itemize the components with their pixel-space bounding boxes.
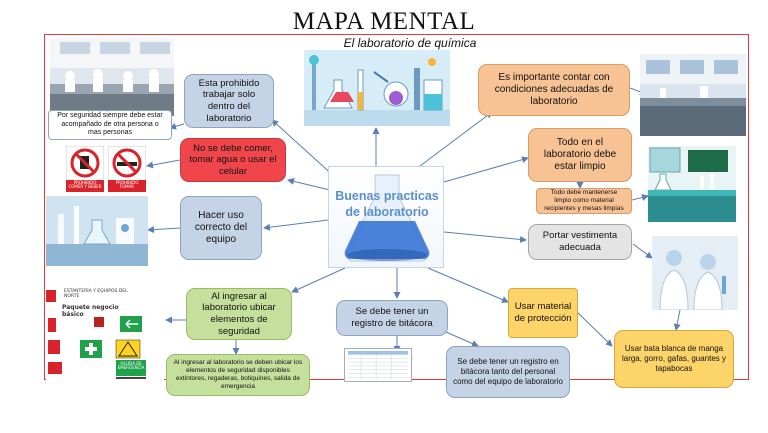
prohibido-fumar-icon bbox=[108, 146, 146, 192]
map-title: MAPA MENTAL bbox=[292, 8, 476, 35]
node-limpio-detalle: Todo debe mantenerse limpio como materia… bbox=[536, 188, 632, 214]
lab-glassware-illustration bbox=[304, 50, 450, 126]
sign-prohibido-fumar: PROHIBIDO FUMAR bbox=[115, 180, 139, 190]
central-topic: Buenas practicas de laboratorio bbox=[335, 189, 439, 219]
node-limpio: Todo en el laboratorio debe estar limpio bbox=[528, 128, 632, 182]
sign-seg-heading: ESTANTERÍA Y EQUIPOS DEL NORTE bbox=[64, 289, 128, 299]
sign-salida: SALIDA DE EMERGENCIA bbox=[117, 361, 145, 371]
node-proteccion: Usar material de protección bbox=[508, 288, 578, 338]
flask-icon bbox=[344, 174, 430, 262]
node-equipo: Hacer uso correcto del equipo bbox=[180, 196, 262, 260]
node-bitacora: Se debe tener un registro de bitácora bbox=[336, 300, 448, 336]
node-no-solo: Esta prohibido trabajar solo dentro del … bbox=[184, 74, 274, 128]
lab-workers-photo bbox=[652, 236, 738, 310]
sign-prohibido-comer: PROHIBIDO COMER Y BEBER bbox=[68, 180, 102, 190]
node-ubicar-seguridad: Al ingresar al laboratorio ubicar elemen… bbox=[186, 288, 292, 340]
lab-equipment-photo bbox=[46, 196, 148, 266]
safety-signs-panel bbox=[46, 288, 164, 380]
lab-photo-top-left bbox=[50, 38, 174, 116]
map-subtitle: El laboratorio de química bbox=[343, 36, 477, 50]
node-bata: Usar bata blanca de manga larga, gorro, … bbox=[614, 330, 734, 388]
clean-lab-illustration bbox=[648, 146, 736, 222]
central-topic-card: Buenas practicas de laboratorio bbox=[328, 166, 444, 268]
node-vestimenta: Portar vestimenta adecuada bbox=[528, 224, 632, 260]
prohibido-comer-icon bbox=[66, 146, 104, 192]
node-acompanado: Por seguridad siempre debe estar acompañ… bbox=[48, 110, 172, 140]
log-sheet bbox=[344, 348, 412, 382]
node-no-comer: No se debe comer, tomar agua o usar el c… bbox=[180, 138, 286, 182]
node-ubicar-detalle: Al ingresar al laboratorio se deben ubic… bbox=[166, 354, 310, 396]
sign-paquete: Paquete negocio básico bbox=[62, 304, 119, 318]
node-condiciones: Es importante contar con condiciones ade… bbox=[478, 64, 630, 116]
lab-room-photo bbox=[640, 54, 746, 136]
node-bitacora-detalle: Se debe tener un registro en bitácora ta… bbox=[446, 346, 570, 398]
